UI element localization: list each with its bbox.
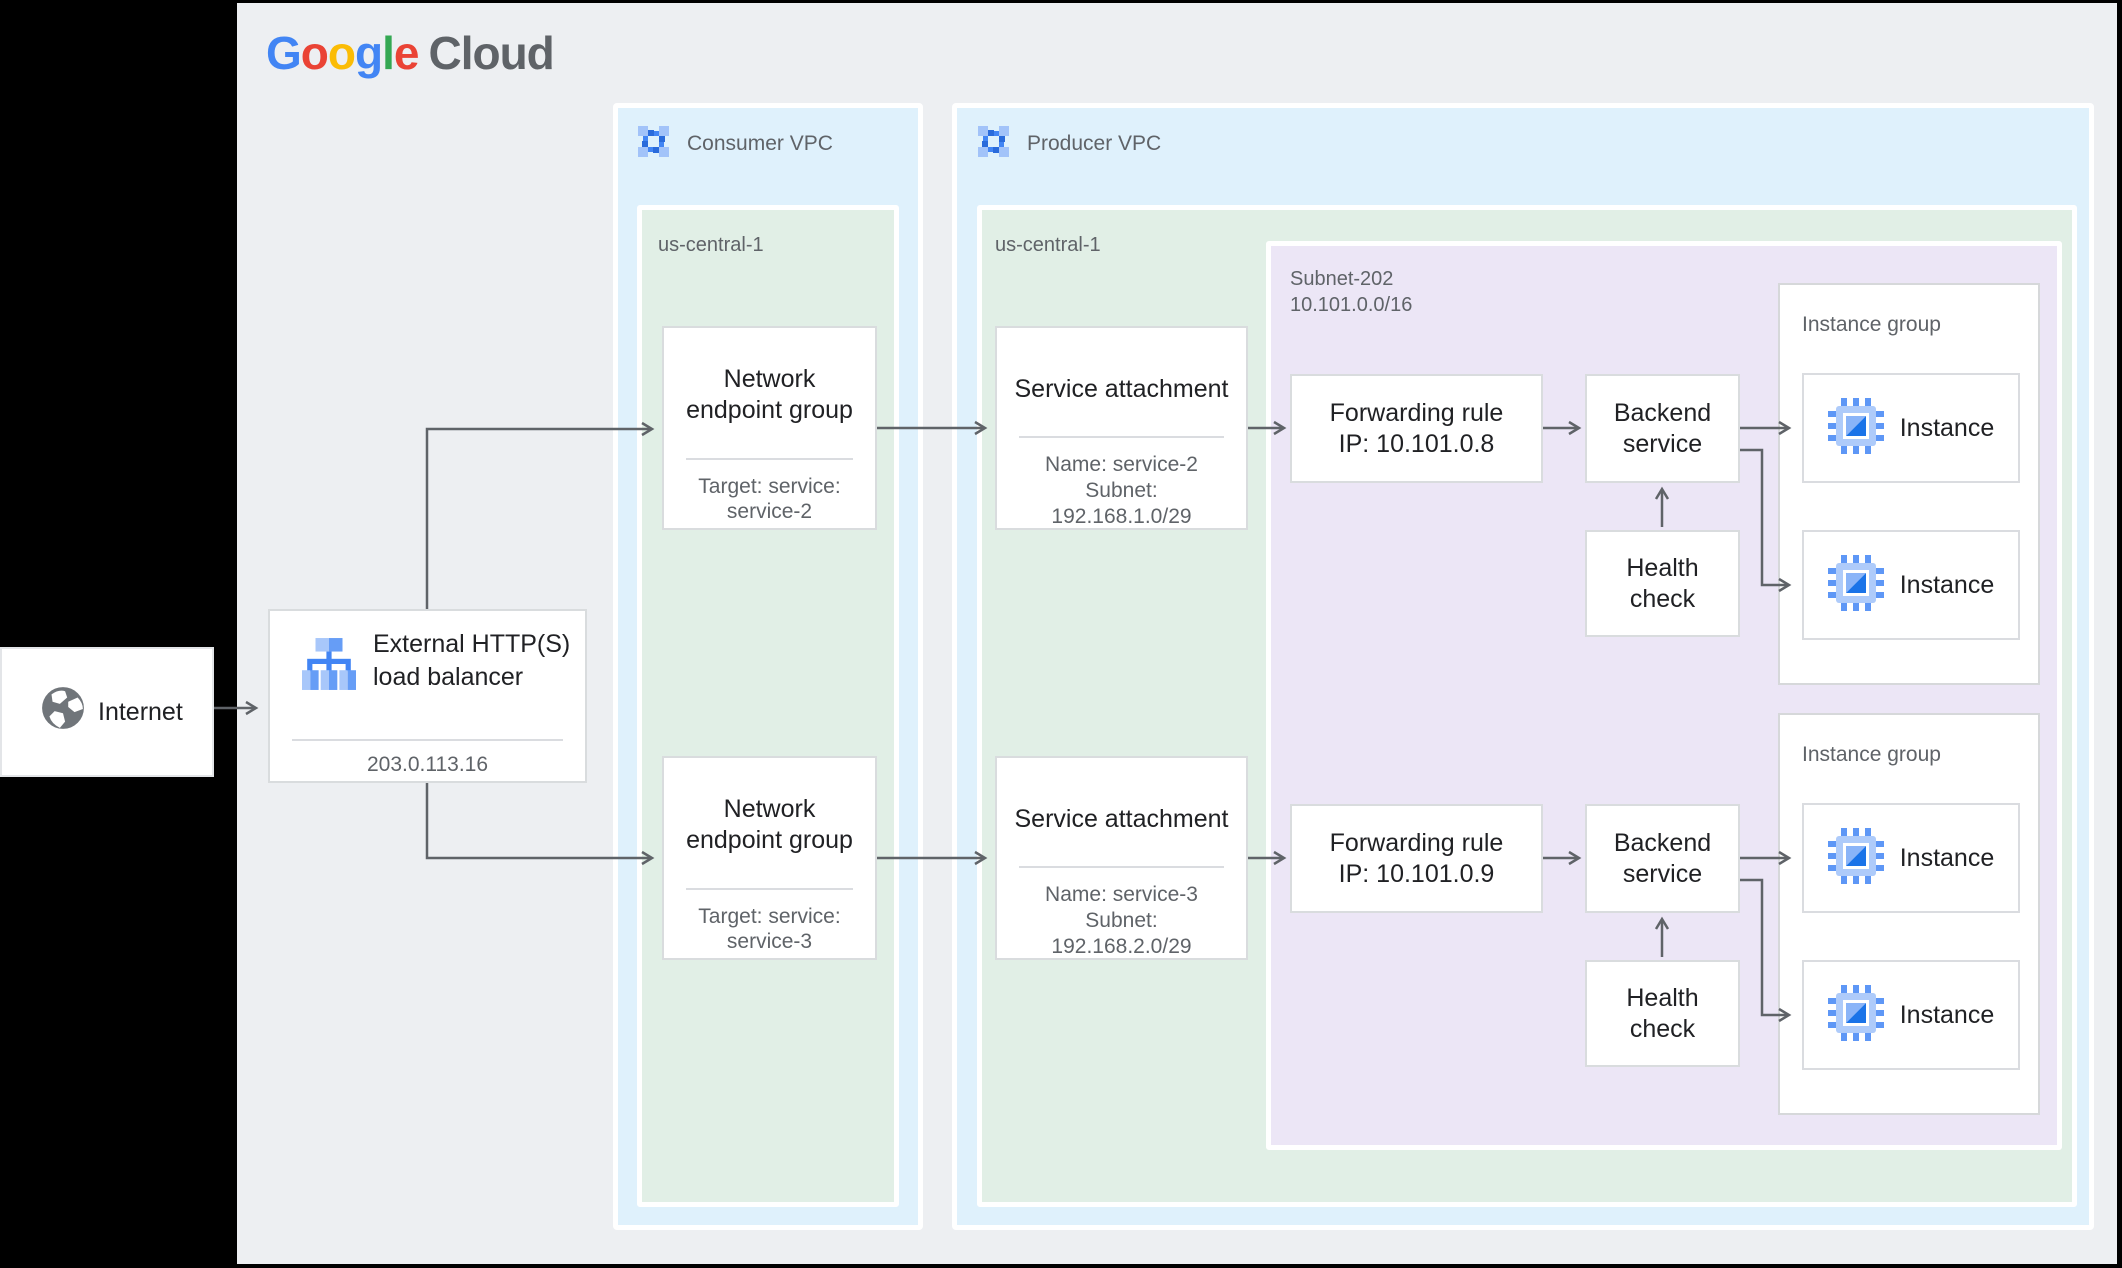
service-attachment-details: Name: service-2 Subnet: 192.168.1.0/29 (1045, 453, 1198, 528)
internet-node: Internet (0, 647, 214, 777)
forwarding-rule-text: Forwarding rule IP: 10.101.0.9 (1329, 828, 1504, 888)
backend-service-node-2: Backend service (1585, 804, 1740, 913)
internet-label: Internet (98, 697, 183, 726)
health-check-node-1: Health check (1585, 530, 1740, 637)
instance-node: Instance (1802, 960, 2020, 1070)
service-attachment-title: Service attachment (1014, 805, 1229, 833)
instance-node: Instance (1802, 803, 2020, 913)
health-check-node-2: Health check (1585, 960, 1740, 1067)
neg-node-2: Network endpoint group Target: service: … (662, 756, 877, 960)
subnet-label: Subnet-202 10.101.0.0/16 (1290, 266, 1412, 318)
consumer-vpc-header: Consumer VPC (635, 123, 833, 165)
neg-title: Network endpoint group (686, 795, 853, 854)
divider (292, 739, 563, 741)
forwarding-rule-node-1: Forwarding rule IP: 10.101.0.8 (1290, 374, 1543, 483)
service-attachment-title: Service attachment (1014, 375, 1229, 403)
instance-chip-icon (1827, 554, 1884, 616)
cloud-wordmark: Cloud (428, 27, 554, 79)
divider (1019, 866, 1224, 868)
load-balancer-node: External HTTP(S) load balancer 203.0.113… (268, 609, 587, 783)
logo-letter: g (355, 27, 383, 79)
service-attachment-node-1: Service attachment Name: service-2 Subne… (995, 326, 1248, 530)
forwarding-rule-node-2: Forwarding rule IP: 10.101.0.9 (1290, 804, 1543, 913)
consumer-region-label: us-central-1 (658, 234, 764, 256)
instance-label: Instance (1899, 413, 1995, 442)
instance-group-1: Instance group Instance (1778, 283, 2040, 685)
instance-group-label: Instance group (1802, 743, 1941, 766)
backend-service-node-1: Backend service (1585, 374, 1740, 483)
logo-letter: l (382, 27, 395, 79)
logo-letter: o (300, 27, 329, 79)
instance-node: Instance (1802, 530, 2020, 640)
health-check-text: Health check (1626, 553, 1699, 613)
vpc-network-icon (975, 123, 1012, 165)
instance-chip-icon (1827, 984, 1884, 1046)
load-balancer-icon (302, 637, 356, 696)
service-attachment-details: Name: service-3 Subnet: 192.168.2.0/29 (1045, 883, 1198, 958)
consumer-vpc-label: Consumer VPC (687, 132, 833, 155)
producer-vpc-label: Producer VPC (1027, 132, 1162, 155)
backend-service-text: Backend service (1613, 828, 1712, 888)
instance-label: Instance (1899, 570, 1995, 599)
producer-vpc-header: Producer VPC (975, 123, 1161, 165)
backend-service-text: Backend service (1613, 398, 1712, 458)
instance-group-2: Instance group Instance (1778, 713, 2040, 1115)
instance-chip-icon (1827, 397, 1884, 459)
divider (686, 888, 853, 890)
subnet-name: Subnet-202 (1290, 268, 1394, 290)
logo-letter: o (327, 27, 356, 79)
neg-target: Target: service: service-3 (698, 905, 841, 953)
producer-region-label: us-central-1 (995, 234, 1101, 256)
divider (1019, 436, 1224, 438)
forwarding-rule-text: Forwarding rule IP: 10.101.0.8 (1329, 398, 1504, 458)
health-check-text: Health check (1626, 983, 1699, 1043)
neg-title: Network endpoint group (686, 365, 853, 424)
instance-node: Instance (1802, 373, 2020, 483)
vpc-network-icon (635, 123, 672, 165)
neg-target: Target: service: service-2 (698, 475, 841, 523)
instance-label: Instance (1899, 843, 1995, 872)
neg-node-1: Network endpoint group Target: service: … (662, 326, 877, 530)
subnet-cidr: 10.101.0.0/16 (1290, 294, 1413, 316)
load-balancer-title: External HTTP(S) load balancer (373, 630, 571, 691)
instance-group-label: Instance group (1802, 313, 1941, 336)
service-attachment-node-2: Service attachment Name: service-3 Subne… (995, 756, 1248, 960)
globe-icon (40, 685, 86, 736)
google-wordmark: Google (266, 27, 420, 79)
load-balancer-ip: 203.0.113.16 (366, 753, 489, 776)
logo-letter: e (393, 27, 420, 79)
instance-label: Instance (1899, 1000, 1995, 1029)
logo-letter: G (266, 27, 302, 79)
instance-chip-icon (1827, 827, 1884, 889)
divider (686, 458, 853, 460)
